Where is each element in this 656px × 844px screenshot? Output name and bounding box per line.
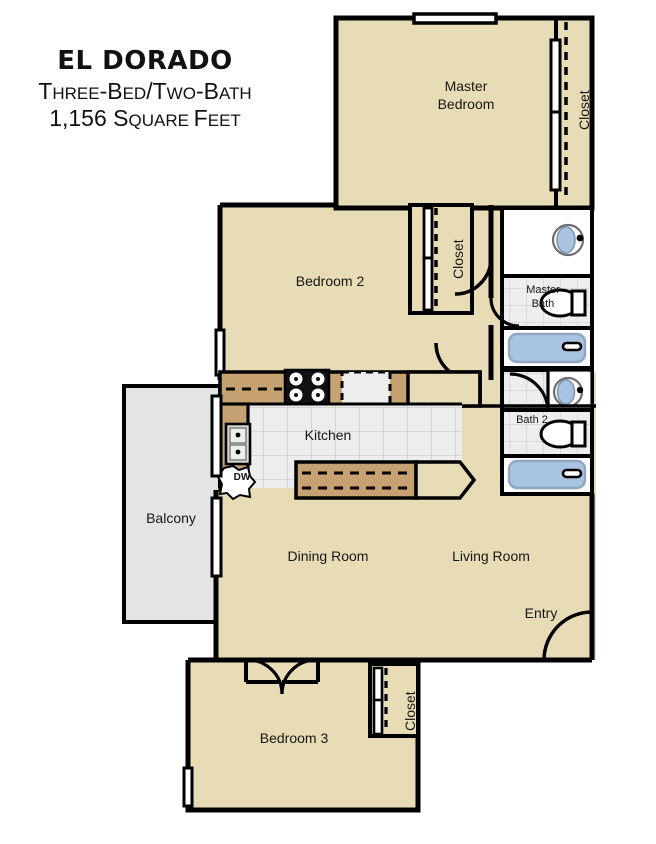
- bedroom-2-closet-box: [408, 203, 474, 315]
- kitchen-dishwasher-icon: [216, 464, 257, 501]
- area-f: F: [193, 105, 208, 132]
- bedroom-2-window: [214, 328, 226, 377]
- kitchen-sink-fixture: [224, 422, 252, 466]
- bedroom-2-room: [214, 202, 494, 383]
- subtitle-dash-b2: -B: [195, 78, 219, 105]
- master-bath-toilet-fixture: [539, 288, 587, 318]
- subtitle-dash-b: -B: [99, 78, 123, 105]
- area-eet: EET: [207, 111, 241, 131]
- area-number: 1,156: [49, 105, 114, 132]
- bath-2-tub-fixture: [507, 459, 587, 490]
- area-s: S: [113, 105, 129, 132]
- kitchen-oven-outline: [340, 370, 392, 406]
- bedroom-2-closet-door-panel-b: [422, 256, 434, 312]
- kitchen-island-counter: [294, 460, 418, 500]
- master-bath-faucet-icon: [576, 234, 584, 242]
- entry-door-arc: [542, 610, 593, 661]
- bath-2-room: [500, 368, 594, 496]
- subtitle-ath: ATH: [218, 84, 252, 104]
- master-closet-door-panel-a: [549, 38, 562, 114]
- kitchen-right-counter: [406, 370, 482, 408]
- page-title: EL DORADO: [57, 46, 233, 76]
- living-dining-area: [210, 394, 595, 663]
- area-quare: QUARE: [128, 111, 194, 131]
- bath-2-tub-drain: [561, 468, 583, 479]
- subtitle-wo: WO: [166, 84, 196, 104]
- bath-2-toilet-fixture: [539, 419, 587, 449]
- title-block: EL DORADO THREE-BED/TWO-BATH 1,156 SQUAR…: [0, 46, 290, 131]
- subtitle-t: T: [38, 78, 53, 105]
- bedroom-3-closet-door-panel-b: [372, 698, 384, 736]
- bedroom-2-door-arc-upper: [454, 257, 493, 296]
- bedroom-3-window: [182, 766, 194, 808]
- master-closet-door-panel-b: [549, 110, 562, 192]
- subtitle-hree: HREE: [52, 84, 100, 104]
- balcony-slider-upper: [210, 394, 223, 478]
- plan-subtitle: THREE-BED/TWO-BATH: [0, 79, 290, 103]
- bedroom-3-room: [182, 657, 421, 813]
- master-bath-tub-fixture: [507, 332, 587, 364]
- outer-wall-trim: [333, 18, 596, 408]
- bedroom-2-closet-door-panel-a: [422, 206, 434, 260]
- balcony-area: [122, 384, 222, 624]
- master-bath-door-arc: [489, 297, 520, 328]
- balcony-slider-lower: [210, 496, 223, 578]
- bath-2-faucet-icon: [576, 386, 584, 394]
- bedroom-3-door-arc-right: [280, 658, 317, 695]
- master-bath-room: [489, 206, 594, 370]
- subtitle-slash-t: /T: [146, 78, 167, 105]
- kitchen-bar-extension: [414, 460, 477, 500]
- kitchen-room: [216, 368, 482, 501]
- master-bath-sink-fixture: [551, 223, 585, 257]
- master-bath-tub-drain: [561, 341, 583, 352]
- bath-2-sink-fixture: [552, 376, 584, 408]
- subtitle-ed: ED: [122, 84, 147, 104]
- kitchen-cooktop-icon: [283, 368, 331, 406]
- bedroom-3-closet-door-panel-a: [372, 666, 384, 704]
- master-bedroom-window: [412, 12, 498, 25]
- plan-area: 1,156 SQUARE FEET: [0, 106, 290, 130]
